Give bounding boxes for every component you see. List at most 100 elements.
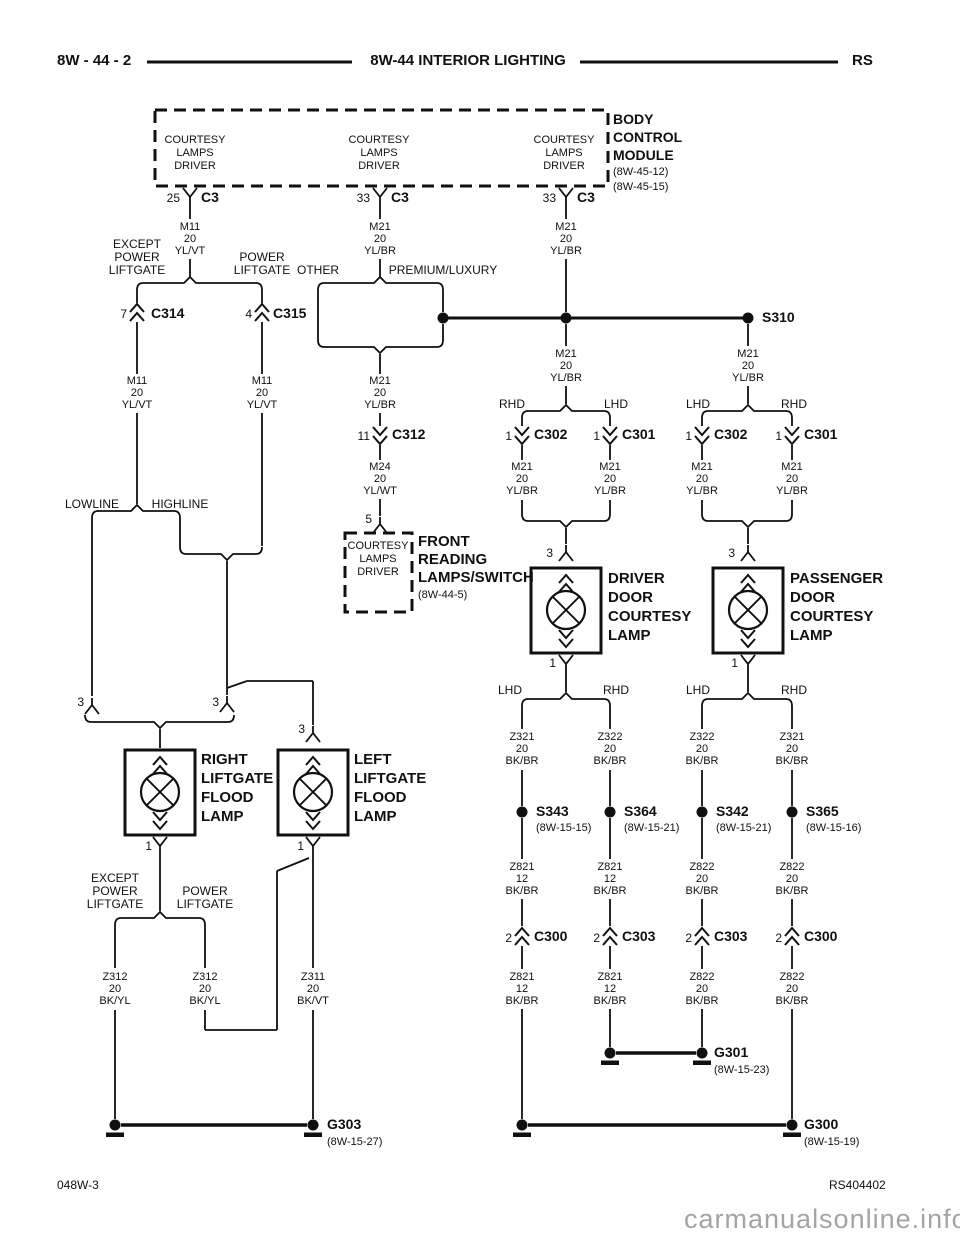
ground-symbol [106, 1132, 124, 1137]
wire-label: BK/BR [775, 885, 809, 897]
component-box [711, 566, 785, 655]
wire-label: BK/BR [593, 995, 627, 1007]
wire-line [276, 857, 310, 872]
wire-label: M21 [511, 461, 533, 473]
wire-label: M11 [251, 375, 273, 387]
module-function-label: COURTESY [533, 134, 595, 146]
connector-pin-symbol [182, 187, 198, 206]
wire-label: 20 [373, 473, 387, 485]
wire-label: 20 [741, 360, 755, 372]
split-brace [317, 275, 444, 291]
wire-label: BK/BR [505, 995, 539, 1007]
inline-connector-symbol [740, 629, 756, 649]
branch-condition-label: LIFTGATE [86, 897, 144, 911]
component-name-line: RIGHT [201, 751, 248, 768]
wire-label: YL/BR [550, 372, 582, 384]
wire-label: 20 [373, 387, 387, 399]
lamp-symbol [292, 771, 334, 813]
connector-id: C300 [804, 928, 838, 944]
connector-id: G301 [714, 1044, 749, 1060]
wire-label: Z822 [689, 861, 715, 873]
wire-label: YL/BR [686, 485, 718, 497]
component-name-line: LAMP [608, 627, 651, 644]
pin-number: 1 [145, 839, 152, 853]
module-function-label: LAMPS [360, 147, 398, 159]
connector-id: C3 [391, 189, 409, 205]
branch-condition-label: EXCEPT [112, 237, 162, 251]
inline-connector-symbol [784, 426, 800, 446]
module-function-label: LAMPS [359, 553, 397, 565]
wire-label: 12 [515, 873, 529, 885]
pin-number: 25 [166, 191, 180, 205]
wire-label: Z821 [597, 861, 623, 873]
pin-number: 1 [505, 429, 512, 443]
wire-label: 20 [515, 473, 529, 485]
wire-label: YL/VT [174, 245, 206, 257]
pin-number: 2 [505, 931, 512, 945]
pin-number: 33 [356, 191, 370, 205]
pin-number: 1 [685, 429, 692, 443]
inline-connector-symbol [514, 426, 530, 446]
connector-pin-symbol [219, 696, 235, 713]
module-function-label: DRIVER [174, 160, 216, 172]
pin-number: 1 [549, 656, 556, 670]
wire-label: M21 [555, 221, 577, 233]
branch-condition-label: LOWLINE [64, 497, 120, 511]
wire-label: 20 [108, 983, 122, 995]
wire-label: BK/BR [685, 885, 719, 897]
pin-number: 5 [365, 512, 372, 526]
merge-brace [521, 513, 611, 529]
component-name-line: DOOR [608, 589, 653, 606]
wire-label: 20 [603, 743, 617, 755]
sheet-reference: (8W-15-21) [716, 822, 772, 834]
component-name-line: LAMPS/SWITCH [418, 569, 534, 586]
branch-condition-label: HIGHLINE [151, 497, 209, 511]
wire-label: Z822 [689, 971, 715, 983]
wire-label: BK/BR [593, 755, 627, 767]
connector-id: C315 [273, 305, 307, 321]
module-name-line: CONTROL [613, 129, 683, 145]
connector-id: S342 [716, 803, 749, 819]
pin-number: 11 [357, 429, 370, 443]
component-name-line: PASSENGER [790, 570, 884, 587]
component-name-line: FRONT [418, 533, 470, 550]
module-name-line: BODY [613, 111, 654, 127]
component-box [276, 748, 350, 837]
ground-symbol [601, 1060, 619, 1065]
ground-symbol [693, 1060, 711, 1065]
sheet-reference: (8W-44-5) [418, 589, 468, 601]
branch-condition-label: LIFTGATE [108, 263, 166, 277]
ground-symbol [304, 1132, 322, 1137]
connector-pin-symbol [372, 187, 388, 206]
wire-label: YL/VT [121, 399, 153, 411]
merge-brace [84, 714, 235, 730]
connector-id: C303 [714, 928, 748, 944]
drawing-number: RS404402 [829, 1178, 886, 1192]
pin-number: 4 [245, 307, 252, 321]
connector-id: S364 [624, 803, 657, 819]
module-function-label: LAMPS [176, 147, 214, 159]
component-name-line: DOOR [790, 589, 835, 606]
ground-symbol [307, 1119, 319, 1131]
connector-id: C301 [622, 426, 656, 442]
wire-label: 20 [559, 233, 573, 245]
module-function-label: DRIVER [357, 566, 399, 578]
connector-pin-symbol [740, 545, 756, 562]
ground-symbol [786, 1119, 798, 1131]
ground-symbol [109, 1119, 121, 1131]
sheet-number: 048W-3 [57, 1178, 99, 1192]
module-function-label: COURTESY [347, 540, 409, 552]
wire-label: BK/VT [297, 995, 329, 1007]
wire-label: BK/BR [775, 995, 809, 1007]
split-brace [136, 275, 263, 291]
merge-brace [701, 513, 793, 529]
module-box [343, 531, 414, 614]
module-function-label: COURTESY [348, 134, 410, 146]
wire-label: 12 [515, 983, 529, 995]
module-function-label: COURTESY [164, 134, 226, 146]
wire-label: M21 [737, 348, 759, 360]
connector-id: G300 [804, 1116, 839, 1132]
wire-label: 20 [130, 387, 144, 399]
wire-label: BK/YL [99, 995, 131, 1007]
inline-connector-symbol [372, 426, 388, 446]
